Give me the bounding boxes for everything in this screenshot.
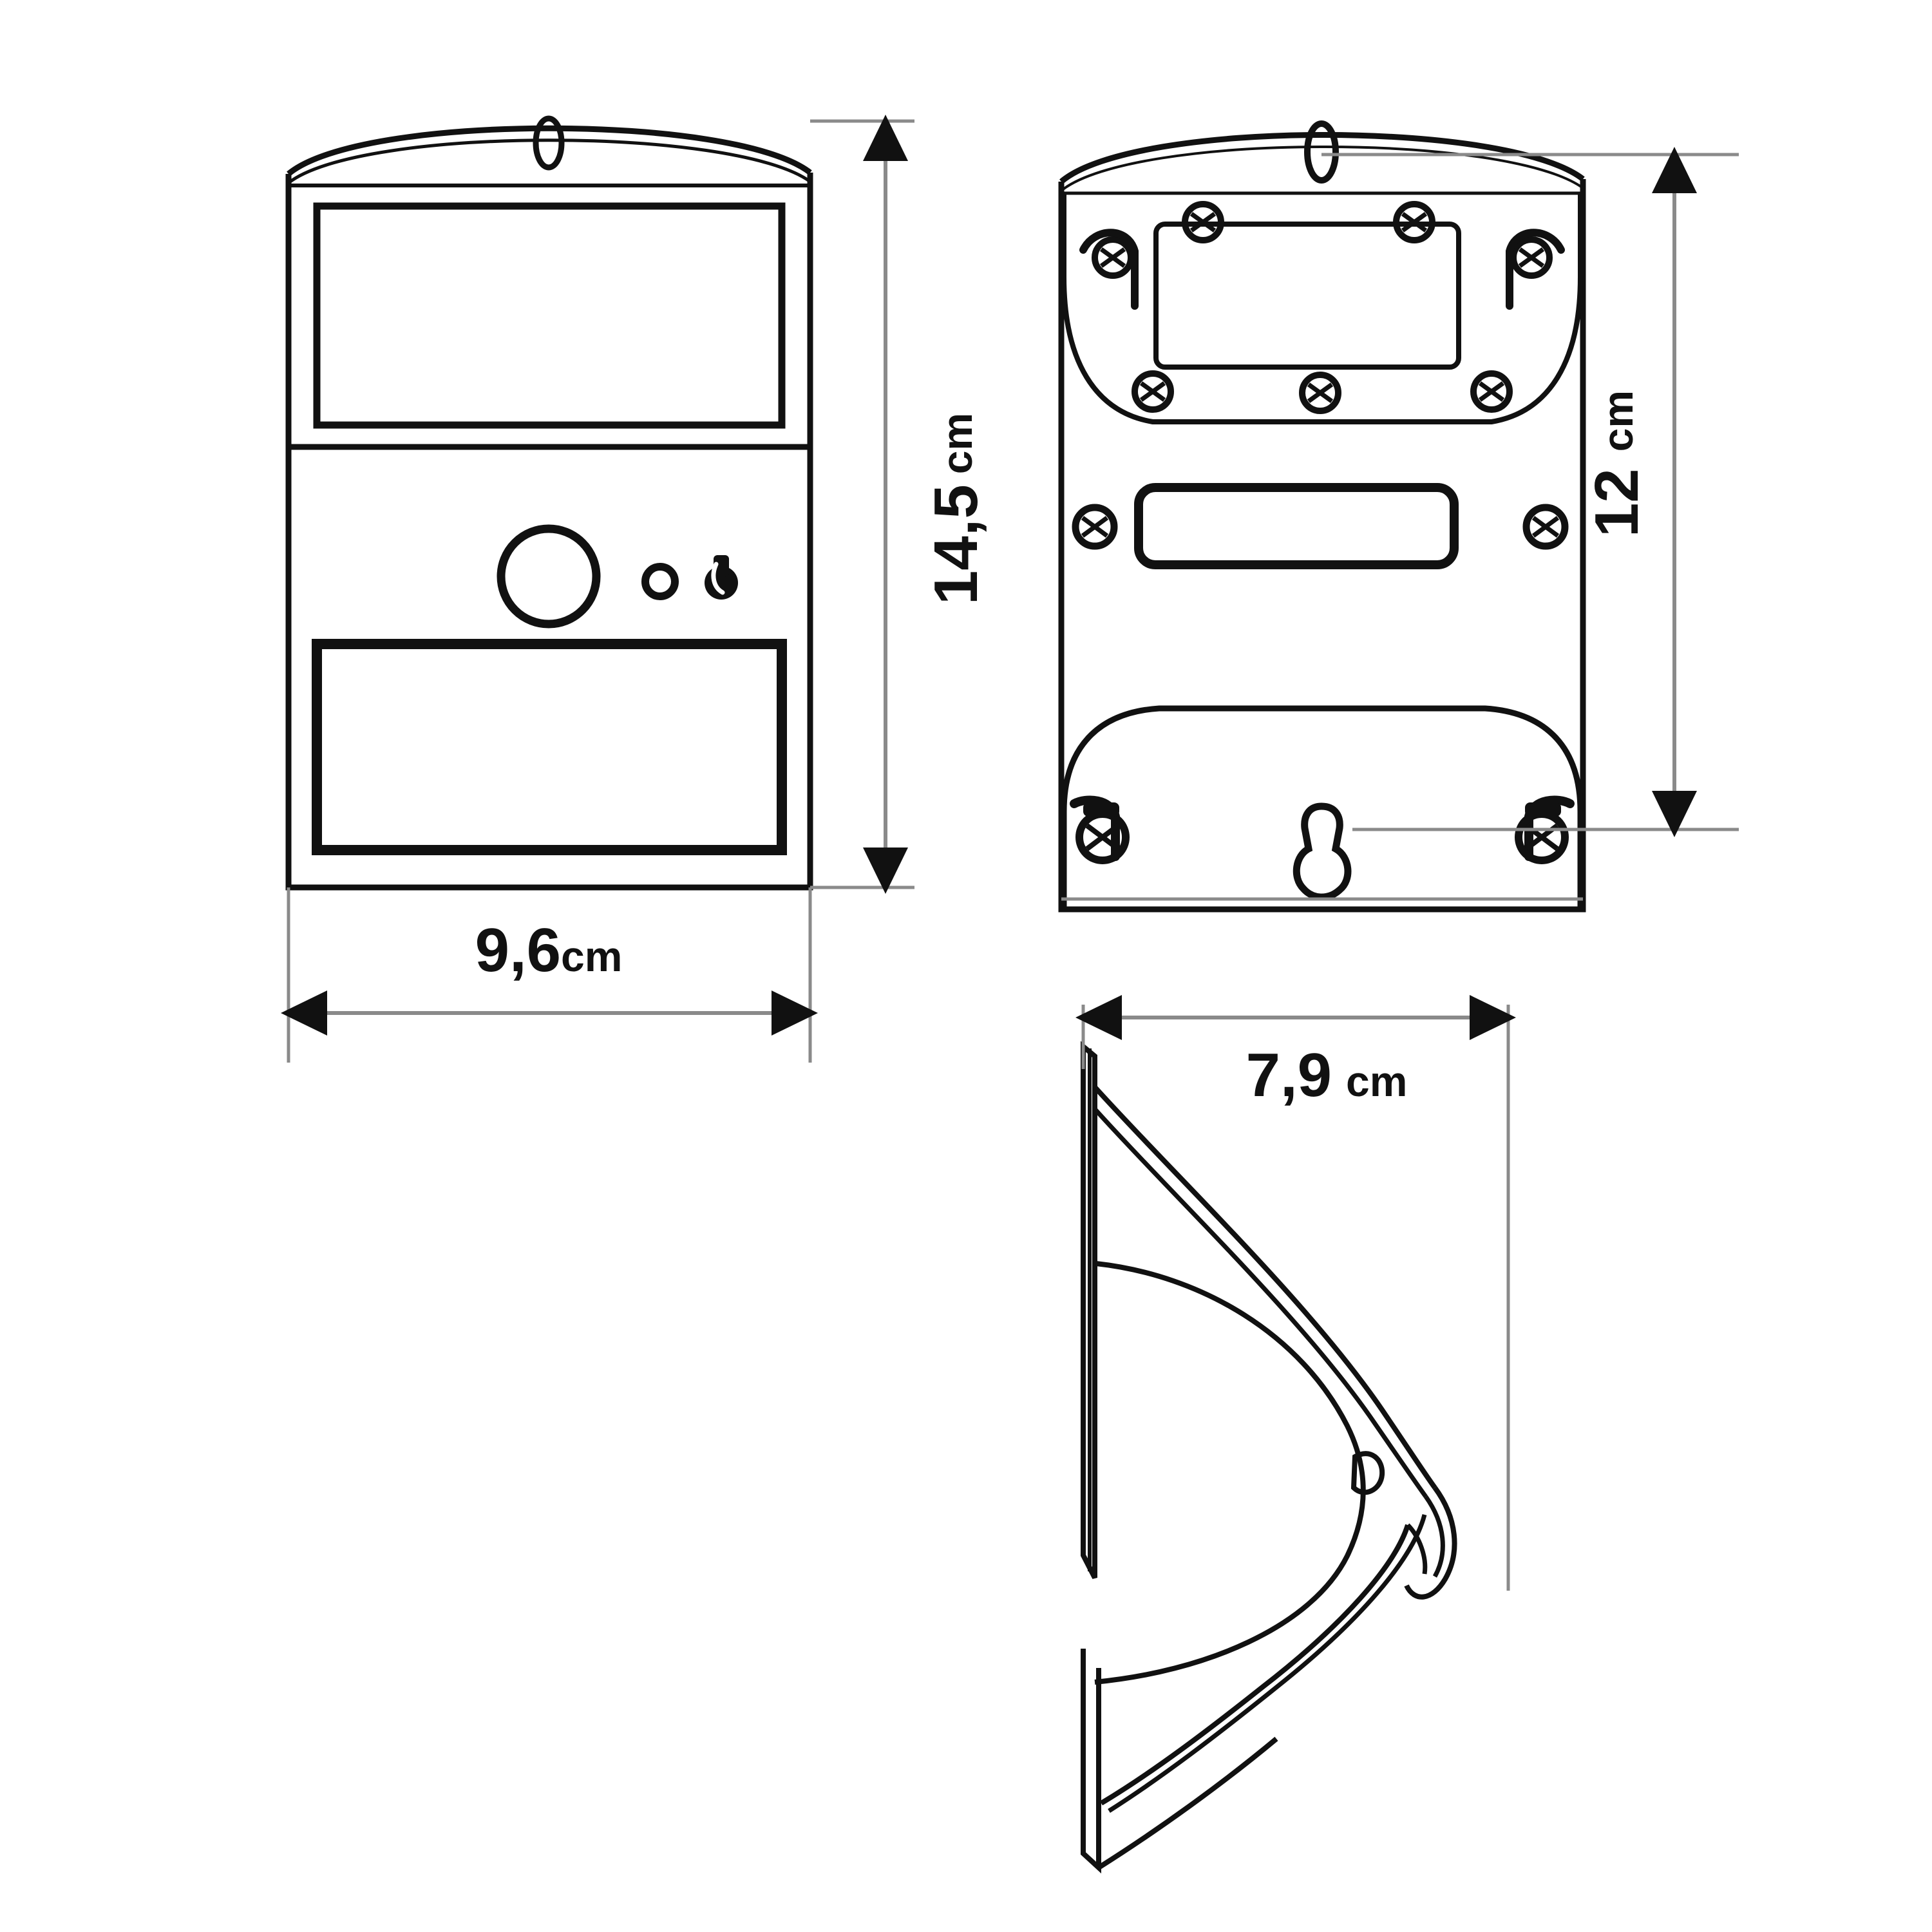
side-bottom-plate (1081, 1649, 1101, 1874)
depth-dimension-value: 7,9 (1246, 1041, 1332, 1110)
rear-top-arch (1059, 132, 1585, 184)
depth-arrow-left (1075, 995, 1122, 1040)
rear-lower-bracket (1061, 705, 1584, 909)
height-dimension-label: 14,5 cm (922, 413, 990, 605)
height-arrow-bottom (863, 848, 908, 894)
side-front-bevel-inner (1424, 1495, 1445, 1578)
rear-hook-upper-left-icon (1079, 229, 1139, 310)
side-lower-inner-edge (1108, 1514, 1427, 1813)
rear-battery-slot (1134, 483, 1459, 569)
rear-hook-upper-right-icon (1506, 229, 1565, 310)
height-dimension-value: 14,5 (922, 484, 990, 605)
depth-dimension-unit: cm (1346, 1057, 1407, 1105)
rear-top-arch-inner (1060, 146, 1584, 192)
screw-icon (1522, 504, 1569, 550)
rear-body-outline (1058, 179, 1586, 913)
height-dimension: 14,5 cm (810, 115, 990, 894)
screw-icon (1182, 201, 1224, 243)
side-profile-view (1081, 1041, 1457, 1874)
side-bottom-edge (1097, 1736, 1278, 1870)
front-view (285, 115, 813, 891)
front-body-outline (285, 173, 813, 891)
side-cavity-curve (1094, 1261, 1366, 1685)
rear-keyhole-mount-icon (1293, 802, 1352, 901)
front-hanging-hole (533, 115, 565, 171)
width-dimension-value: 9,6 (475, 916, 561, 985)
front-switch-screw-icon (705, 555, 738, 600)
width-dimension: 9,6cm (281, 887, 818, 1063)
body-height-dimension-unit: cm (1594, 390, 1642, 451)
side-front-bevel-seam (1406, 1523, 1428, 1575)
body-height-arrow-top (1652, 147, 1697, 193)
screw-icon (1393, 201, 1435, 243)
depth-dimension-label: 7,9 cm (1246, 1041, 1408, 1110)
screw-icon (1470, 370, 1513, 413)
width-arrow-right (772, 990, 818, 1036)
width-dimension-label: 9,6cm (475, 916, 623, 985)
front-light-panel (312, 639, 787, 855)
screw-icon (1299, 372, 1341, 414)
rear-bracket-plate (1153, 222, 1461, 370)
screw-icon (1132, 370, 1174, 413)
rear-hanging-hole (1304, 120, 1339, 184)
depth-dimension: 7,9 cm (1075, 995, 1516, 1591)
side-lower-outer-edge (1099, 1524, 1410, 1806)
front-top-arch-inner (287, 138, 811, 184)
screw-icon (1072, 504, 1118, 550)
body-height-dimension-value: 12 (1582, 468, 1651, 537)
height-arrow-top (863, 115, 908, 161)
side-front-bevel (1404, 1486, 1457, 1600)
front-solar-panel (313, 202, 786, 429)
front-top-arch (287, 125, 812, 176)
front-led-indicator-icon (641, 563, 679, 600)
width-arrow-left (281, 990, 327, 1036)
rear-upper-bracket (1061, 193, 1583, 424)
side-upper-outer-edge (1093, 1085, 1437, 1490)
body-height-arrow-bottom (1652, 791, 1697, 837)
body-height-dimension: 12 cm (1321, 147, 1739, 837)
height-dimension-unit: cm (933, 413, 981, 474)
rear-lower-hook-left (1070, 795, 1130, 864)
width-dimension-unit: cm (561, 933, 622, 980)
body-height-dimension-label: 12 cm (1582, 390, 1651, 537)
side-upper-inner-edge (1093, 1107, 1428, 1499)
rear-view (1058, 120, 1586, 913)
front-sensor-lens-icon (497, 524, 601, 629)
depth-arrow-right (1470, 995, 1516, 1040)
side-nose-tip (1350, 1451, 1385, 1495)
rear-bracket-screws (1092, 201, 1553, 414)
